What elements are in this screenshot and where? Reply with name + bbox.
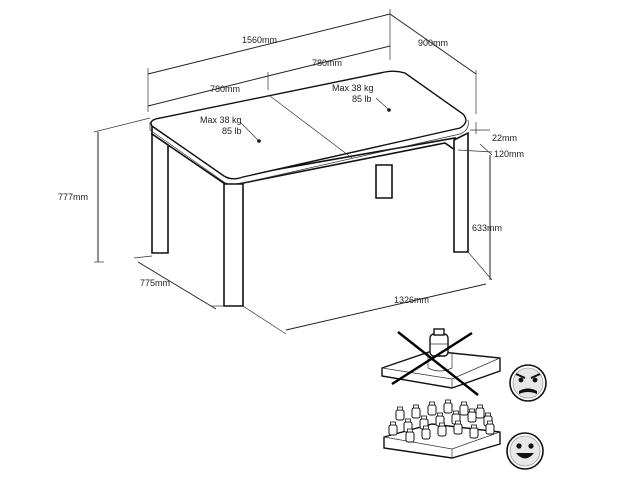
small-jar bbox=[459, 404, 469, 416]
small-jar-lid bbox=[407, 428, 413, 433]
small-jar bbox=[405, 431, 415, 443]
angry-face-icon bbox=[509, 364, 547, 402]
small-jar bbox=[467, 411, 477, 423]
small-jar bbox=[395, 409, 405, 421]
small-jar bbox=[411, 407, 421, 419]
leg-front-middle bbox=[223, 183, 244, 307]
dim-top-thickness: 22mm bbox=[492, 133, 517, 143]
small-jar-lid bbox=[477, 404, 483, 409]
dim-apron: 120mm bbox=[494, 149, 524, 159]
small-jar-lid bbox=[445, 399, 451, 404]
dim-width: 900mm bbox=[418, 38, 448, 48]
small-jar bbox=[421, 428, 431, 440]
small-jar bbox=[437, 425, 447, 437]
small-jar-lid bbox=[471, 424, 477, 429]
leg-front-left bbox=[151, 132, 169, 254]
small-jar-lid bbox=[487, 420, 493, 425]
small-jar-lid bbox=[437, 412, 443, 417]
small-jar-lid bbox=[469, 408, 475, 413]
cross-out-1 bbox=[397, 331, 479, 396]
load-right-line2: 85 lb bbox=[352, 94, 372, 104]
dim-leaf-left: 780mm bbox=[210, 84, 240, 94]
leaf-split-line bbox=[269, 95, 353, 159]
load-point-right bbox=[387, 108, 391, 112]
load-markers bbox=[239, 97, 391, 143]
small-jar-lid bbox=[413, 404, 419, 409]
dim-leg-clearance: 633mm bbox=[472, 223, 502, 233]
heavy-jar-lid bbox=[433, 328, 445, 336]
small-jar-lid bbox=[405, 418, 411, 423]
dim-leaf-right: 780mm bbox=[312, 58, 342, 68]
dim-inner-width: 775mm bbox=[140, 278, 170, 288]
dim-inner-length: 1326mm bbox=[394, 295, 429, 305]
happy-face-icon bbox=[506, 432, 544, 470]
tabletop-edge bbox=[149, 119, 469, 186]
small-jar-lid bbox=[423, 425, 429, 430]
concentrated-load-illustration bbox=[381, 328, 501, 396]
small-jar-lid bbox=[421, 415, 427, 420]
small-jar bbox=[485, 423, 495, 435]
dim-length: 1560mm bbox=[242, 35, 277, 45]
table-drawing bbox=[149, 70, 469, 307]
small-jar-lid bbox=[485, 412, 491, 417]
small-jars bbox=[388, 399, 495, 443]
load-point-left bbox=[257, 139, 261, 143]
load-left-line1: Max 38 kg bbox=[200, 115, 242, 125]
small-jar-lid bbox=[397, 406, 403, 411]
small-jar bbox=[443, 402, 453, 414]
small-jar-lid bbox=[453, 410, 459, 415]
leg-right bbox=[453, 131, 469, 253]
small-jar bbox=[475, 407, 485, 419]
small-jar-lid bbox=[455, 420, 461, 425]
load-right-line1: Max 38 kg bbox=[332, 83, 374, 93]
back-leg bbox=[375, 164, 393, 199]
dimension-lines bbox=[93, 9, 493, 335]
small-jar bbox=[427, 404, 437, 416]
small-jar-lid bbox=[461, 401, 467, 406]
load-left-line2: 85 lb bbox=[222, 126, 242, 136]
small-jar bbox=[388, 424, 398, 436]
dim-height: 777mm bbox=[58, 192, 88, 202]
small-jar bbox=[469, 427, 479, 439]
small-jar-lid bbox=[390, 421, 396, 426]
cross-out-2 bbox=[391, 331, 473, 386]
small-jar-lid bbox=[439, 422, 445, 427]
jar-base bbox=[427, 353, 453, 372]
small-jar-lid bbox=[429, 401, 435, 406]
small-jar bbox=[453, 423, 463, 435]
